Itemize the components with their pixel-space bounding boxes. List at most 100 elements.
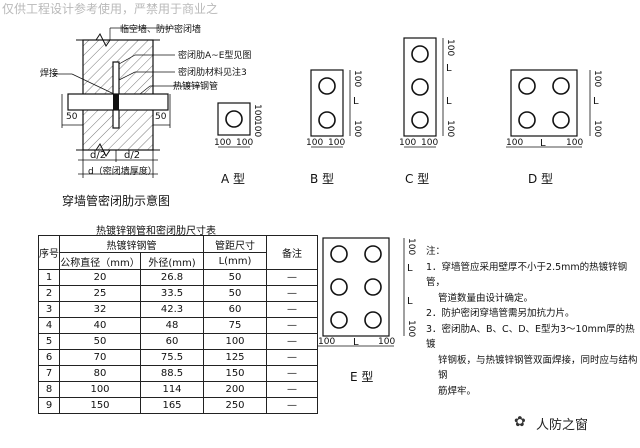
type-a-dim-bottom: 100	[252, 120, 262, 138]
type-c-dim-top: 100	[445, 39, 455, 57]
note-1-line2: 管道数量由设计确定。	[438, 292, 534, 304]
type-b-figure	[310, 69, 351, 148]
table-cell-note: —	[266, 317, 318, 334]
table-cell-note: —	[266, 285, 318, 302]
type-e-figure	[318, 237, 405, 347]
dim-d: d（密闭墙厚度）	[88, 167, 157, 177]
type-d-plate	[510, 69, 578, 137]
table-cell-nominal: 32	[59, 301, 141, 318]
table-cell-L: 50	[203, 269, 267, 286]
table-cell-L: 75	[203, 317, 267, 334]
spec-table: 序号 热镀锌钢管 管距尺寸 备注 公称直径（mm） 外径(mm) L(mm) 1…	[38, 235, 318, 414]
type-c-label: C 型	[405, 172, 430, 186]
stamp-text: 人防之窗	[536, 418, 589, 433]
type-a-plate	[217, 102, 251, 136]
bottom-break-line	[76, 143, 160, 157]
type-d-dim-top: 100	[592, 70, 602, 88]
table-cell-outer: 33.5	[140, 285, 204, 302]
type-c-figure	[403, 37, 444, 148]
type-d-dim-right: 100	[566, 138, 584, 148]
table-cell-no: 3	[38, 301, 60, 318]
table-cell-note: —	[266, 397, 318, 414]
pipe-label: 热镀锌钢管	[173, 82, 219, 92]
type-a-pipe-hole	[225, 110, 243, 128]
table-cell-outer: 114	[140, 381, 204, 398]
header-note: 备注	[266, 235, 318, 270]
header-pipe: 热镀锌钢管	[59, 235, 204, 253]
table-cell-note: —	[266, 365, 318, 382]
type-a-dim-top: 100	[252, 104, 262, 122]
table-cell-no: 8	[38, 381, 60, 398]
type-b-label: B 型	[310, 172, 335, 186]
note-3-line3: 筋焊牢。	[438, 385, 477, 397]
dim-50-left: 50	[66, 112, 78, 122]
table-cell-no: 7	[38, 365, 60, 382]
type-c-dim-l1: L	[446, 63, 452, 74]
type-a-dim-left: 100	[214, 138, 232, 148]
table-cell-L: 150	[203, 365, 267, 382]
table-cell-outer: 26.8	[140, 269, 204, 286]
weld-label: 焊接	[40, 69, 59, 79]
type-c-dim-l2: L	[446, 96, 452, 107]
header-spacing: 管距尺寸	[203, 235, 267, 253]
table-cell-note: —	[266, 381, 318, 398]
type-e-dim-l: L	[353, 337, 359, 348]
table-cell-outer: 165	[140, 397, 204, 414]
table-cell-no: 4	[38, 317, 60, 334]
type-a-figure	[217, 102, 251, 148]
header-outer: 外径(mm)	[140, 252, 204, 270]
top-break-line	[76, 33, 160, 47]
wall-section	[54, 27, 200, 178]
type-e-dim-l1: L	[407, 263, 413, 274]
table-cell-nominal: 20	[59, 269, 141, 286]
type-e-dim-left: 100	[318, 337, 336, 347]
type-e-dim-bottom: 100	[406, 320, 416, 338]
table-title: 热镀锌钢管和密闭肋尺寸表	[96, 226, 216, 237]
type-c-dim-right: 100	[421, 138, 439, 148]
header-spacing-unit: L(mm)	[203, 252, 267, 270]
type-c-dim-bottom: 100	[445, 120, 455, 138]
type-b-dim-right: 100	[328, 138, 346, 148]
dim-50-right: 50	[155, 112, 167, 122]
note-1-line1: 1．穿墙管应采用壁厚不小于2.5mm的热镀锌钢管，	[426, 261, 628, 289]
table-cell-no: 1	[38, 269, 60, 286]
table-cell-L: 250	[203, 397, 267, 414]
table-cell-nominal: 40	[59, 317, 141, 334]
type-d-label: D 型	[528, 172, 554, 186]
type-b-dim-l: L	[353, 96, 359, 107]
type-e-plate	[322, 237, 390, 337]
type-c-dim-left: 100	[399, 138, 417, 148]
section-diagram-title: 穿墙管密闭肋示意图	[62, 194, 171, 208]
table-cell-L: 50	[203, 285, 267, 302]
dim-d2-right: d/2	[124, 150, 141, 161]
wall-label: 临空墙、防护密闭墙	[120, 25, 202, 35]
type-d-dim-l: L	[540, 138, 546, 149]
table-cell-note: —	[266, 349, 318, 366]
type-e-dim-l2: L	[407, 296, 413, 307]
table-cell-no: 2	[38, 285, 60, 302]
table-cell-L: 200	[203, 381, 267, 398]
type-d-dim-bottom: 100	[592, 120, 602, 138]
table-cell-outer: 48	[140, 317, 204, 334]
table-cell-L: 125	[203, 349, 267, 366]
rib-in-pipe	[113, 94, 119, 110]
table-cell-L: 100	[203, 333, 267, 350]
note-3-line1: 3．密闭肋A、B、C、D、E型为3～10mm厚的热镀	[426, 323, 635, 351]
note-2-line1: 2．防护密闭穿墙管需另加抗力片。	[426, 308, 575, 319]
rib-material-label: 密闭肋材料见注3	[178, 68, 247, 78]
header-nominal: 公称直径（mm）	[59, 252, 141, 270]
table-cell-no: 9	[38, 397, 60, 414]
table-cell-nominal: 70	[59, 349, 141, 366]
wechat-icon: ✿	[514, 414, 526, 430]
type-d-figure	[506, 69, 591, 148]
type-e-dim-top: 100	[406, 238, 416, 256]
